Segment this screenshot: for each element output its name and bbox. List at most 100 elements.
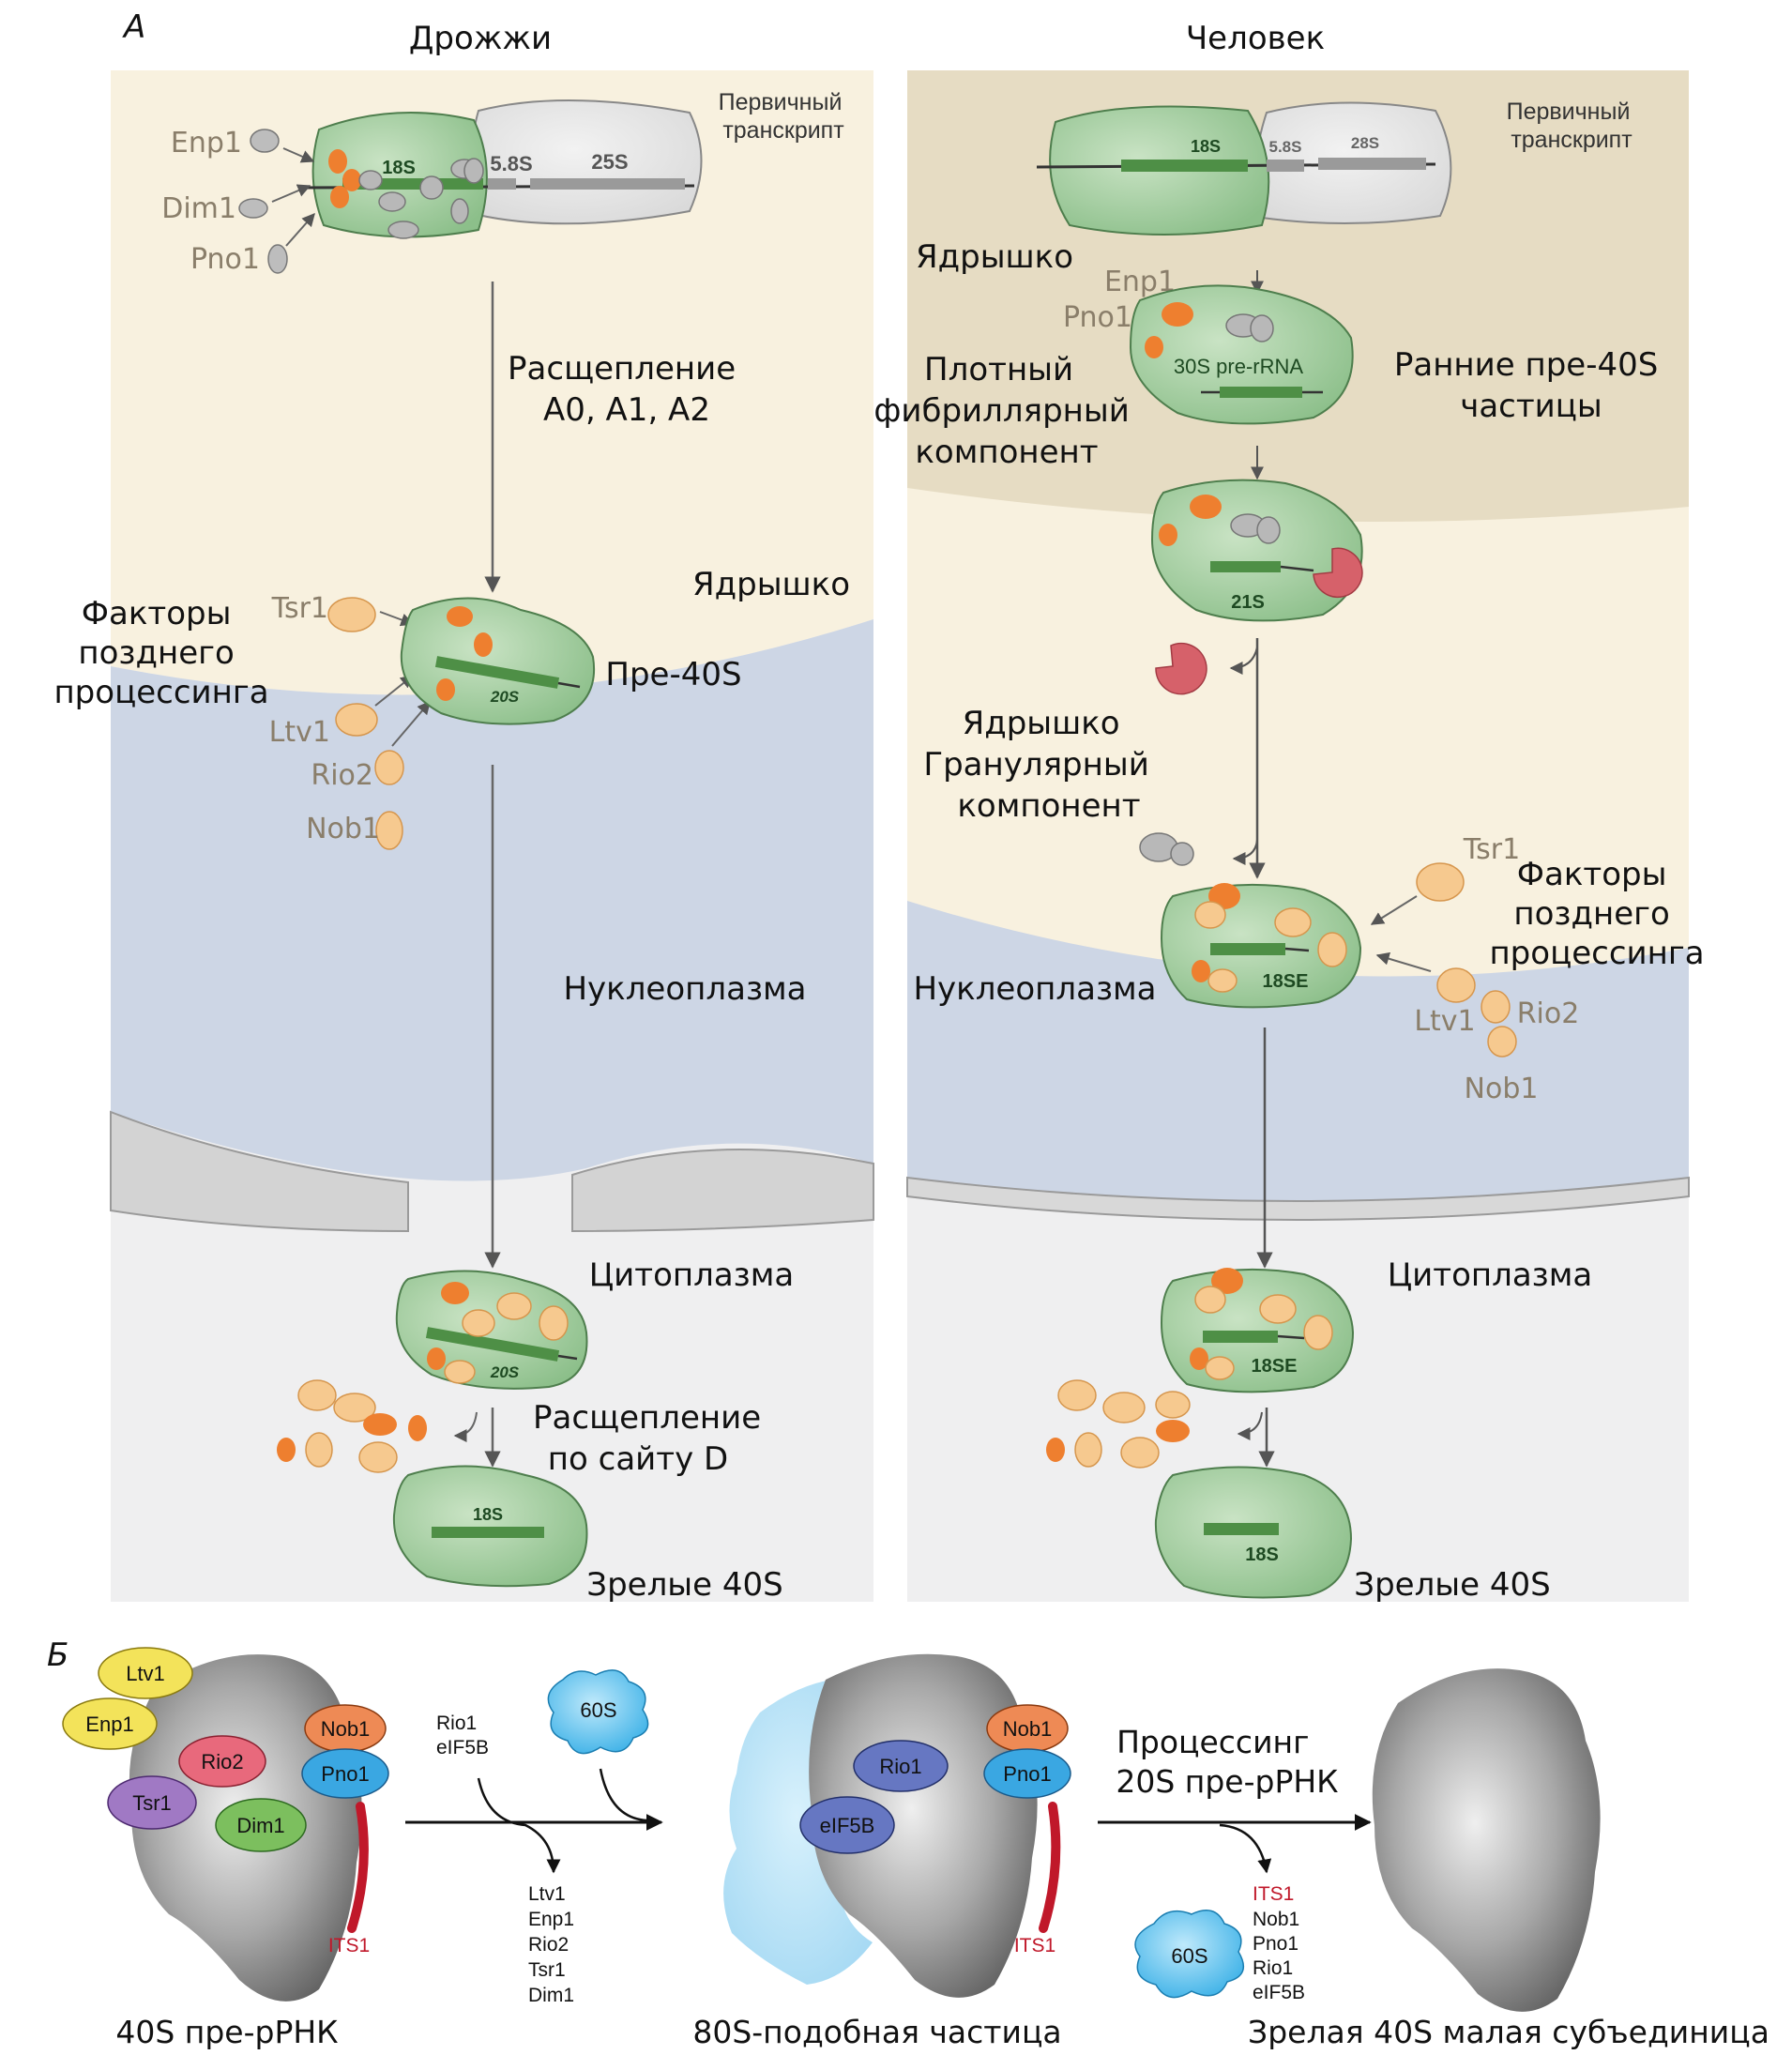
svg-text:Nob1: Nob1 [1003, 1717, 1053, 1741]
arrow [271, 184, 311, 203]
panel-a-label: А [122, 8, 145, 46]
yeast-released-factors [277, 1379, 427, 1473]
its1-strand-80s [1039, 1802, 1061, 1933]
human-tsr1-protein [1416, 862, 1465, 902]
human-30s-label: 30S pre-rRNA [1174, 355, 1303, 378]
caption-mature-40s: Зрелая 40S малая субъединица [1248, 2014, 1769, 2050]
caption-pre-rrna: 40S пре-рРНК [115, 2014, 338, 2050]
svg-text:Nob1: Nob1 [321, 1717, 371, 1741]
yeast-mature-40s [392, 1465, 588, 1588]
yeast-cleavage-d-label: Расщепление по сайту D [533, 1399, 771, 1478]
processing-label: Процессинг 20S пре-рРНК [1116, 1724, 1338, 1800]
step1-released: Ltv1 Enp1 Rio2 Tsr1 Dim1 [528, 1883, 580, 2006]
yeast-late-factors-label: Факторы позднего процессинга [53, 595, 268, 711]
svg-text:Pno1: Pno1 [1003, 1762, 1051, 1786]
yeast-release-arrow [453, 1411, 478, 1442]
svg-text:Rio1: Rio1 [879, 1755, 921, 1778]
human-ltv1-protein [1436, 967, 1476, 1003]
human-nucleolus-label: Ядрышко [916, 238, 1073, 276]
yeast-label-18s: 18S [382, 158, 416, 178]
yeast-cleavage-label: Расщепление A0, A1, A2 [508, 350, 746, 429]
human-label-58s: 5.8S [1269, 138, 1302, 156]
human-30s-particle [1129, 284, 1354, 425]
human-pno1-label: Pno1 [1063, 301, 1132, 334]
pno1-factor-80s: Pno1 [983, 1748, 1071, 1799]
human-rio2-label: Rio2 [1517, 997, 1580, 1030]
yeast-cytoplasm-label: Цитоплазма [589, 1256, 794, 1294]
human-rio2-protein [1481, 990, 1511, 1024]
yeast-20s-label: 20S [490, 688, 520, 706]
nob1-factor: Nob1 [304, 1704, 387, 1753]
human-released-gray-proteins [1139, 832, 1194, 866]
human-late-factors-label: Факторы позднего процессинга [1489, 856, 1704, 972]
mature-40s-shape [1372, 1668, 1601, 2012]
human-mature-40s [1154, 1466, 1353, 1599]
yeast-nob1-protein [375, 811, 403, 850]
yeast-nucleolus-label: Ядрышко [692, 566, 850, 603]
yeast-ltv1-label: Ltv1 [269, 716, 330, 749]
yeast-title: Дрожжи [409, 20, 552, 57]
human-tsr1-label: Tsr1 [1463, 833, 1520, 866]
human-21s-particle [1150, 479, 1363, 622]
svg-text:Enp1: Enp1 [85, 1712, 133, 1736]
yeast-primary-transcript: Первичный транскрипт [719, 89, 849, 144]
its1-label: ITS1 [328, 1935, 370, 1956]
human-nob1-protein [1487, 1026, 1517, 1058]
step1-in-curve [477, 1777, 561, 1874]
human-21s-label: 21S [1231, 592, 1265, 613]
arrow [1375, 951, 1432, 972]
svg-text:Pno1: Pno1 [321, 1762, 369, 1786]
rio2-factor: Rio2 [178, 1735, 266, 1788]
yeast-cytoplasmic-pre40s [395, 1270, 588, 1390]
nob1-factor-80s: Nob1 [986, 1704, 1069, 1753]
human-granular-label: Ядрышко Гранулярный компонент [923, 705, 1159, 825]
yeast-nob1-label: Nob1 [306, 813, 380, 845]
human-ltv1-label: Ltv1 [1414, 1005, 1475, 1038]
yeast-pre40s-particle [400, 597, 596, 725]
yeast-pre40s-label: Пре-40S [605, 656, 741, 693]
pno1-factor: Pno1 [301, 1748, 389, 1799]
yeast-rio2-protein [374, 750, 404, 785]
step2-out-curve [1219, 1823, 1272, 1874]
panel-b-label: Б [47, 1636, 68, 1674]
svg-text:eIF5B: eIF5B [820, 1814, 875, 1837]
enp1-factor: Enp1 [62, 1697, 158, 1750]
human-nucleoplasm-label: Нуклеоплазма [913, 970, 1156, 1008]
yeast-cyto-20s-label: 20S [490, 1363, 520, 1381]
human-cytoplasm-label: Цитоплазма [1388, 1256, 1592, 1294]
arrow [391, 700, 431, 747]
yeast-enp1-protein [250, 129, 280, 153]
yeast-pno1-label: Pno1 [190, 243, 260, 276]
yeast-rio2-label: Rio2 [311, 759, 373, 792]
human-primary-transcript-particle [1036, 101, 1452, 236]
yeast-label-58s: 5.8S [490, 152, 532, 175]
its1-strand [347, 1802, 369, 1933]
svg-text:60S: 60S [580, 1698, 616, 1722]
yeast-tsr1-protein [327, 597, 376, 632]
human-nuclease-released [1155, 642, 1207, 695]
human-mature-label: Зрелые 40S [1354, 1566, 1550, 1604]
ribosome-60s-joining-curve [599, 1768, 648, 1822]
rio1-factor: Rio1 [853, 1740, 949, 1792]
step1-incoming: Rio1 eIF5B [436, 1712, 489, 1758]
arrow [282, 147, 315, 163]
yeast-dim1-protein [238, 198, 268, 219]
yeast-tsr1-label: Tsr1 [271, 592, 328, 625]
arrow [1232, 839, 1258, 865]
arrow [1370, 895, 1418, 925]
svg-text:Tsr1: Tsr1 [132, 1791, 172, 1815]
svg-text:60S: 60S [1171, 1944, 1207, 1968]
caption-80s-like: 80S-подобная частица [692, 2014, 1061, 2050]
dim1-factor: Dim1 [215, 1798, 307, 1852]
yeast-primary-transcript-particle [299, 99, 703, 239]
ribosome-60s-incoming: 60S [547, 1669, 649, 1755]
human-early-pre40s-label: Ранние пре-40S частицы [1394, 346, 1668, 425]
yeast-nucleoplasm-label: Нуклеоплазма [563, 970, 806, 1008]
human-cytoplasmic-18se [1160, 1268, 1355, 1393]
yeast-enp1-label: Enp1 [171, 127, 242, 160]
human-nob1-label: Nob1 [1465, 1073, 1539, 1105]
svg-text:Rio2: Rio2 [201, 1750, 243, 1773]
step2-released: Nob1 Pno1 Rio1 eIF5B [1253, 1909, 1305, 2003]
human-title: Человек [1186, 20, 1325, 57]
yeast-dim1-label: Dim1 [161, 192, 236, 225]
